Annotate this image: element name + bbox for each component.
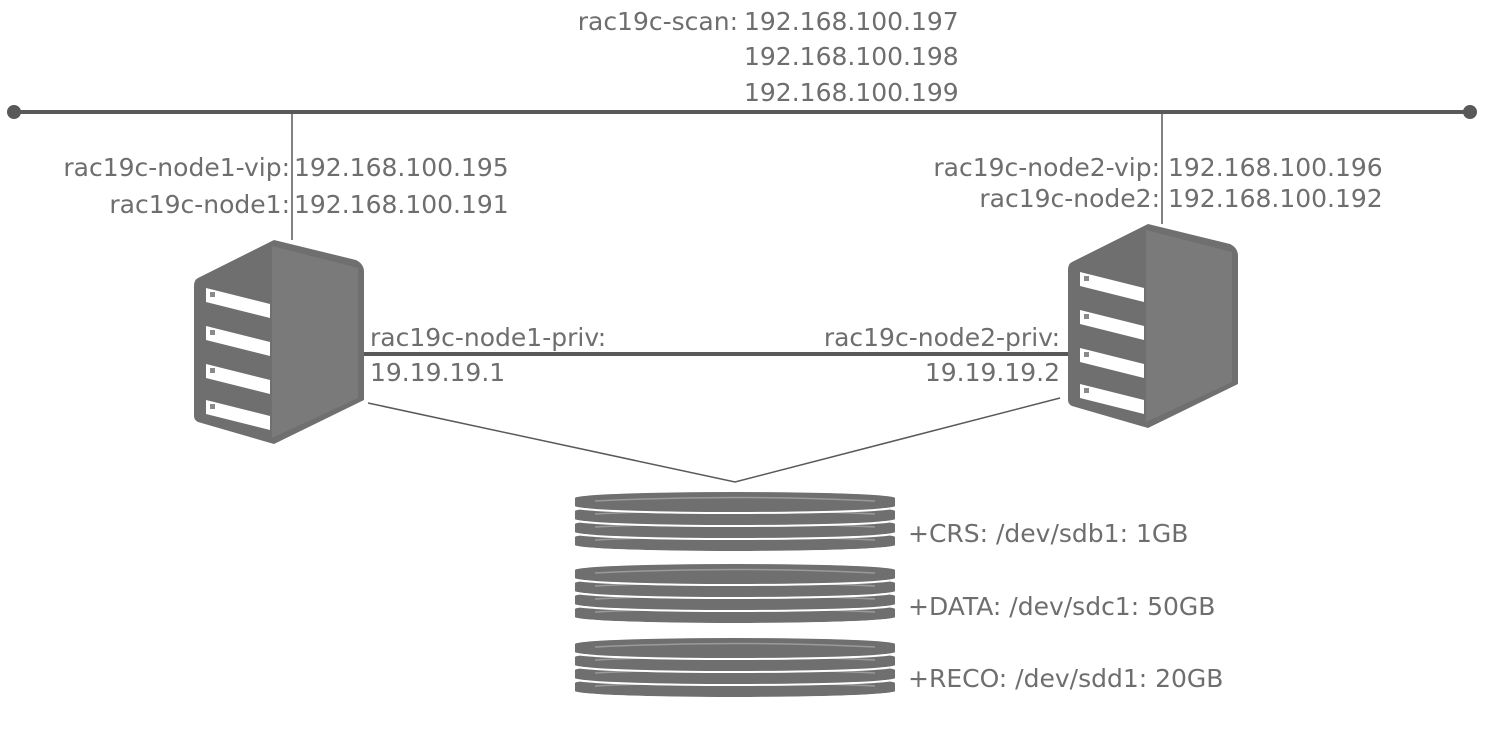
node2-vip-name-label: rac19c-node2-vip: (933, 153, 1160, 182)
disk-reco-label: +RECO: /dev/sdd1: 20GB (908, 664, 1224, 693)
scan-name-label: rac19c-scan: (577, 7, 738, 36)
scan-ip-1: 192.168.100.197 (744, 7, 959, 36)
server-tower-icon (1068, 224, 1238, 428)
node2-vip-ip-label: 192.168.100.196 (1168, 153, 1383, 182)
node2-host-ip-label: 192.168.100.192 (1168, 184, 1383, 213)
disk-stack-icon (574, 638, 896, 699)
storage-links (367, 397, 1061, 483)
scan-ip-2: 192.168.100.198 (744, 42, 959, 71)
public-network-endpoint-right (1463, 105, 1477, 119)
disk-crs-label: +CRS: /dev/sdb1: 1GB (908, 519, 1189, 548)
disk-stack-icon (574, 492, 896, 553)
node1-host-ip-label: 192.168.100.191 (294, 190, 509, 219)
disk-stack-icon (574, 564, 896, 625)
server-tower-icon (194, 240, 364, 444)
node2-priv-ip-label: 19.19.19.2 (924, 358, 1060, 387)
scan-ip-3: 192.168.100.199 (744, 78, 959, 107)
public-network-endpoint-left (7, 105, 21, 119)
disk-data-label: +DATA: /dev/sdc1: 50GB (908, 592, 1216, 621)
node1-priv-name-label: rac19c-node1-priv: (370, 323, 607, 352)
node1-priv-ip-label: 19.19.19.1 (370, 358, 506, 387)
node1-host-name-label: rac19c-node1: (109, 190, 290, 219)
node2-priv-name-label: rac19c-node2-priv: (823, 323, 1060, 352)
node1-vip-name-label: rac19c-node1-vip: (63, 153, 290, 182)
node1-vip-ip-label: 192.168.100.195 (294, 153, 509, 182)
node2-host-name-label: rac19c-node2: (979, 184, 1160, 213)
